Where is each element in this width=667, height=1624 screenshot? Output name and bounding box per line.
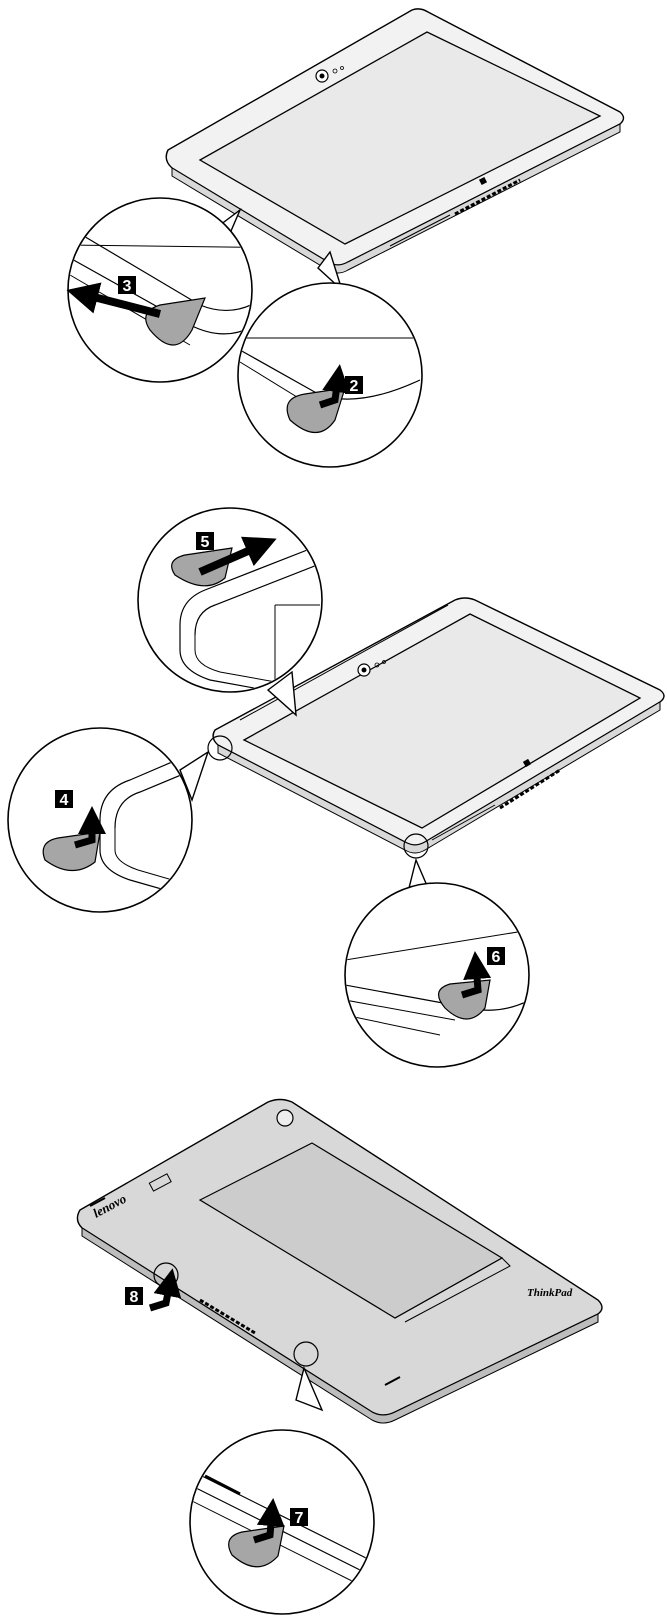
thinkpad-logo: ThinkPad — [527, 1287, 573, 1299]
callout-step-2: 2 — [237, 250, 423, 468]
callout-step-4: 4 — [7, 727, 210, 913]
tablet-front-middle — [207, 597, 665, 859]
step-5-label: 5 — [201, 534, 210, 551]
tablet-front-top — [165, 8, 625, 274]
callout-step-5: 5 — [137, 507, 323, 717]
tablet-back: lenovo ThinkPad — [76, 1098, 603, 1424]
step-3-label: 3 — [123, 278, 132, 295]
callout-step-3: 3 — [66, 197, 253, 383]
step-7-label: 7 — [295, 1510, 304, 1527]
step-8-indicator: 8 — [125, 1268, 182, 1312]
step-6-label: 6 — [492, 949, 501, 966]
callout-step-6: 6 — [344, 857, 530, 1068]
callout-step-7: 7 — [189, 1365, 375, 1615]
step-8-label: 8 — [130, 1289, 139, 1306]
step-2-label: 2 — [350, 378, 359, 395]
step-4-label: 4 — [60, 792, 69, 809]
